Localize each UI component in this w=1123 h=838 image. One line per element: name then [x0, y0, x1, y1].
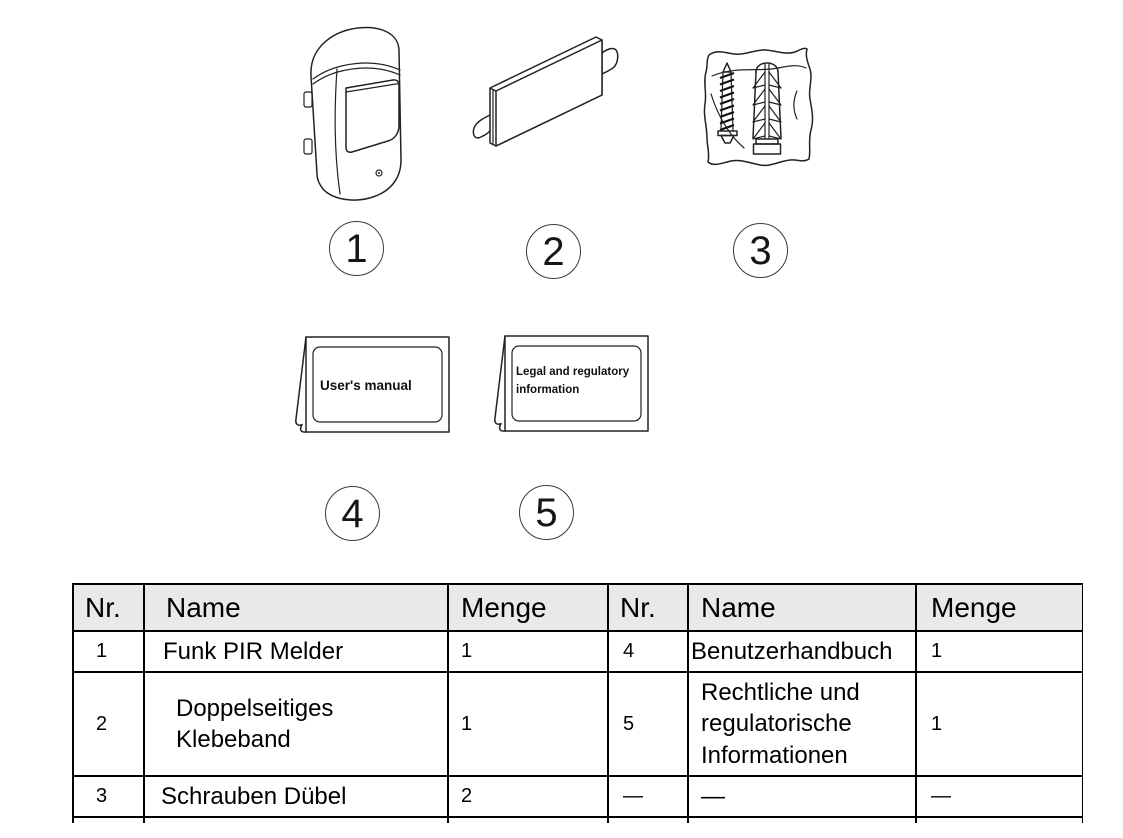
table-cell-name: — [687, 775, 917, 818]
screw-icon [717, 62, 738, 144]
item-number-badge-2: 2 [526, 224, 581, 279]
users-manual-label: User's manual [320, 378, 412, 393]
wall-anchor-icon [752, 62, 782, 155]
column-header-nr-right: Nr. [607, 583, 689, 632]
table-row: 2 Doppelseitiges Klebeband 1 5 Rechtlich… [72, 671, 1083, 777]
table-cell-menge: 2 [447, 775, 609, 818]
item-number-badge-1: 1 [329, 221, 384, 276]
table-cell-nr: 5 [607, 671, 689, 777]
table-cell-menge: 1 [447, 630, 609, 673]
double-sided-tape-illustration [463, 36, 619, 148]
legal-information-booklet-illustration: Legal and regulatory information [492, 333, 652, 435]
screw-and-anchor-bag-illustration [700, 42, 815, 172]
bag-outline [703, 47, 814, 167]
column-header-name-left: Name [143, 583, 449, 632]
pir-detector-icon [303, 26, 402, 201]
table-row: 1 Funk PIR Melder 1 4 Benutzerhandbuch 1 [72, 630, 1083, 673]
users-manual-icon: User's manual [295, 336, 450, 433]
hardware-bag-icon [703, 47, 814, 167]
table-cell-nr: — [607, 775, 689, 818]
table-header-row: Nr. Name Menge Nr. Name Menge [72, 583, 1083, 632]
table-cell-nr: 1 [72, 630, 145, 673]
packing-list-table-wrap: Nr. Name Menge Nr. Name Menge 1 Funk PIR… [72, 583, 1083, 823]
table-cell-empty [915, 816, 1083, 823]
item-number-badge-3: 3 [733, 223, 788, 278]
packing-list-table: Nr. Name Menge Nr. Name Menge 1 Funk PIR… [72, 583, 1083, 823]
column-header-menge-left: Menge [447, 583, 609, 632]
table-cell-nr: 3 [72, 775, 145, 818]
column-header-name-right: Name [687, 583, 917, 632]
table-cell-nr: 4 [607, 630, 689, 673]
legal-info-label-line1: Legal and regulatory [516, 366, 630, 378]
column-header-nr-left: Nr. [72, 583, 145, 632]
table-cell-name: Schrauben Dübel [143, 775, 449, 818]
pir-motion-detector-illustration [300, 22, 405, 212]
table-cell-empty [72, 816, 145, 823]
table-cell-empty [607, 816, 689, 823]
table-cell-menge: — [915, 775, 1083, 818]
table-row-clipped [72, 816, 1083, 823]
table-cell-name: Rechtliche und regulatorische Informatio… [687, 671, 917, 777]
table-cell-empty [447, 816, 609, 823]
table-cell-menge: 1 [915, 630, 1083, 673]
item-number-badge-4: 4 [325, 486, 380, 541]
table-cell-nr: 2 [72, 671, 145, 777]
legal-info-icon: Legal and regulatory information [494, 335, 649, 432]
table-cell-menge: 1 [447, 671, 609, 777]
table-cell-empty [687, 816, 917, 823]
table-cell-empty [143, 816, 449, 823]
legal-info-label-line2: information [516, 384, 579, 396]
table-cell-name: Funk PIR Melder [143, 630, 449, 673]
table-cell-name: Benutzerhandbuch [687, 630, 917, 673]
table-cell-name: Doppelseitiges Klebeband [143, 671, 449, 777]
table-row: 3 Schrauben Dübel 2 — — — [72, 775, 1083, 818]
item-number-badge-5: 5 [519, 485, 574, 540]
column-header-menge-right: Menge [915, 583, 1083, 632]
tape-icon [472, 36, 619, 147]
users-manual-booklet-illustration: User's manual [293, 334, 453, 436]
table-cell-menge: 1 [915, 671, 1083, 777]
